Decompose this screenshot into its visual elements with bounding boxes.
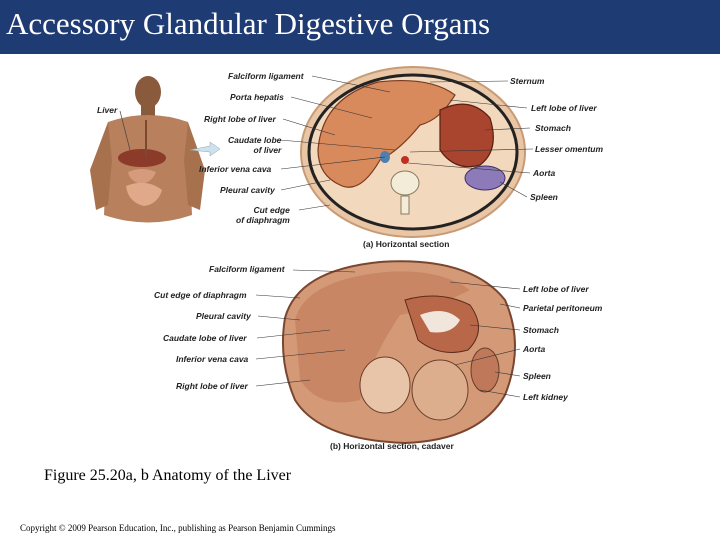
label-a-porta-hepatis: Porta hepatis bbox=[230, 92, 284, 102]
subcaption-a: (a) Horizontal section bbox=[363, 239, 449, 249]
label-b-cut-edge-diaphragm: Cut edge of diaphragm bbox=[154, 290, 247, 300]
label-a-caudate-lobe: Caudate lobe of liver bbox=[228, 135, 281, 155]
liver-anatomy-figure bbox=[0, 0, 720, 460]
torso-illustration bbox=[90, 76, 205, 223]
label-b-falciform-ligament: Falciform ligament bbox=[209, 264, 285, 274]
figure-caption: Figure 25.20a, b Anatomy of the Liver bbox=[44, 467, 291, 485]
label-b-inferior-vena-cava: Inferior vena cava bbox=[176, 354, 248, 364]
label-a-stomach: Stomach bbox=[535, 123, 571, 133]
label-a-aorta: Aorta bbox=[533, 168, 555, 178]
label-a-sternum: Sternum bbox=[510, 76, 544, 86]
label-b-caudate-lobe: Caudate lobe of liver bbox=[163, 333, 247, 343]
label-b-stomach: Stomach bbox=[523, 325, 559, 335]
subcaption-b: (b) Horizontal section, cadaver bbox=[330, 441, 454, 451]
label-b-left-lobe: Left lobe of liver bbox=[523, 284, 589, 294]
label-b-spleen: Spleen bbox=[523, 371, 551, 381]
label-b-left-kidney: Left kidney bbox=[523, 392, 568, 402]
label-b-right-lobe: Right lobe of liver bbox=[176, 381, 248, 391]
label-a-cut-edge-diaphragm: Cut edge of diaphragm bbox=[236, 205, 290, 225]
copyright-notice: Copyright © 2009 Pearson Education, Inc.… bbox=[20, 523, 336, 533]
label-liver-figure: Liver bbox=[97, 105, 117, 115]
cadaver-section-photo bbox=[283, 261, 515, 443]
label-a-left-lobe: Left lobe of liver bbox=[531, 103, 597, 113]
label-a-right-lobe: Right lobe of liver bbox=[204, 114, 276, 124]
label-b-pleural-cavity: Pleural cavity bbox=[196, 311, 251, 321]
label-a-lesser-omentum: Lesser omentum bbox=[535, 144, 603, 154]
label-a-inferior-vena-cava: Inferior vena cava bbox=[199, 164, 271, 174]
label-b-aorta: Aorta bbox=[523, 344, 545, 354]
label-a-falciform-ligament: Falciform ligament bbox=[228, 71, 304, 81]
label-a-pleural-cavity: Pleural cavity bbox=[220, 185, 275, 195]
label-b-parietal-peritoneum: Parietal peritoneum bbox=[523, 303, 602, 313]
label-a-spleen: Spleen bbox=[530, 192, 558, 202]
